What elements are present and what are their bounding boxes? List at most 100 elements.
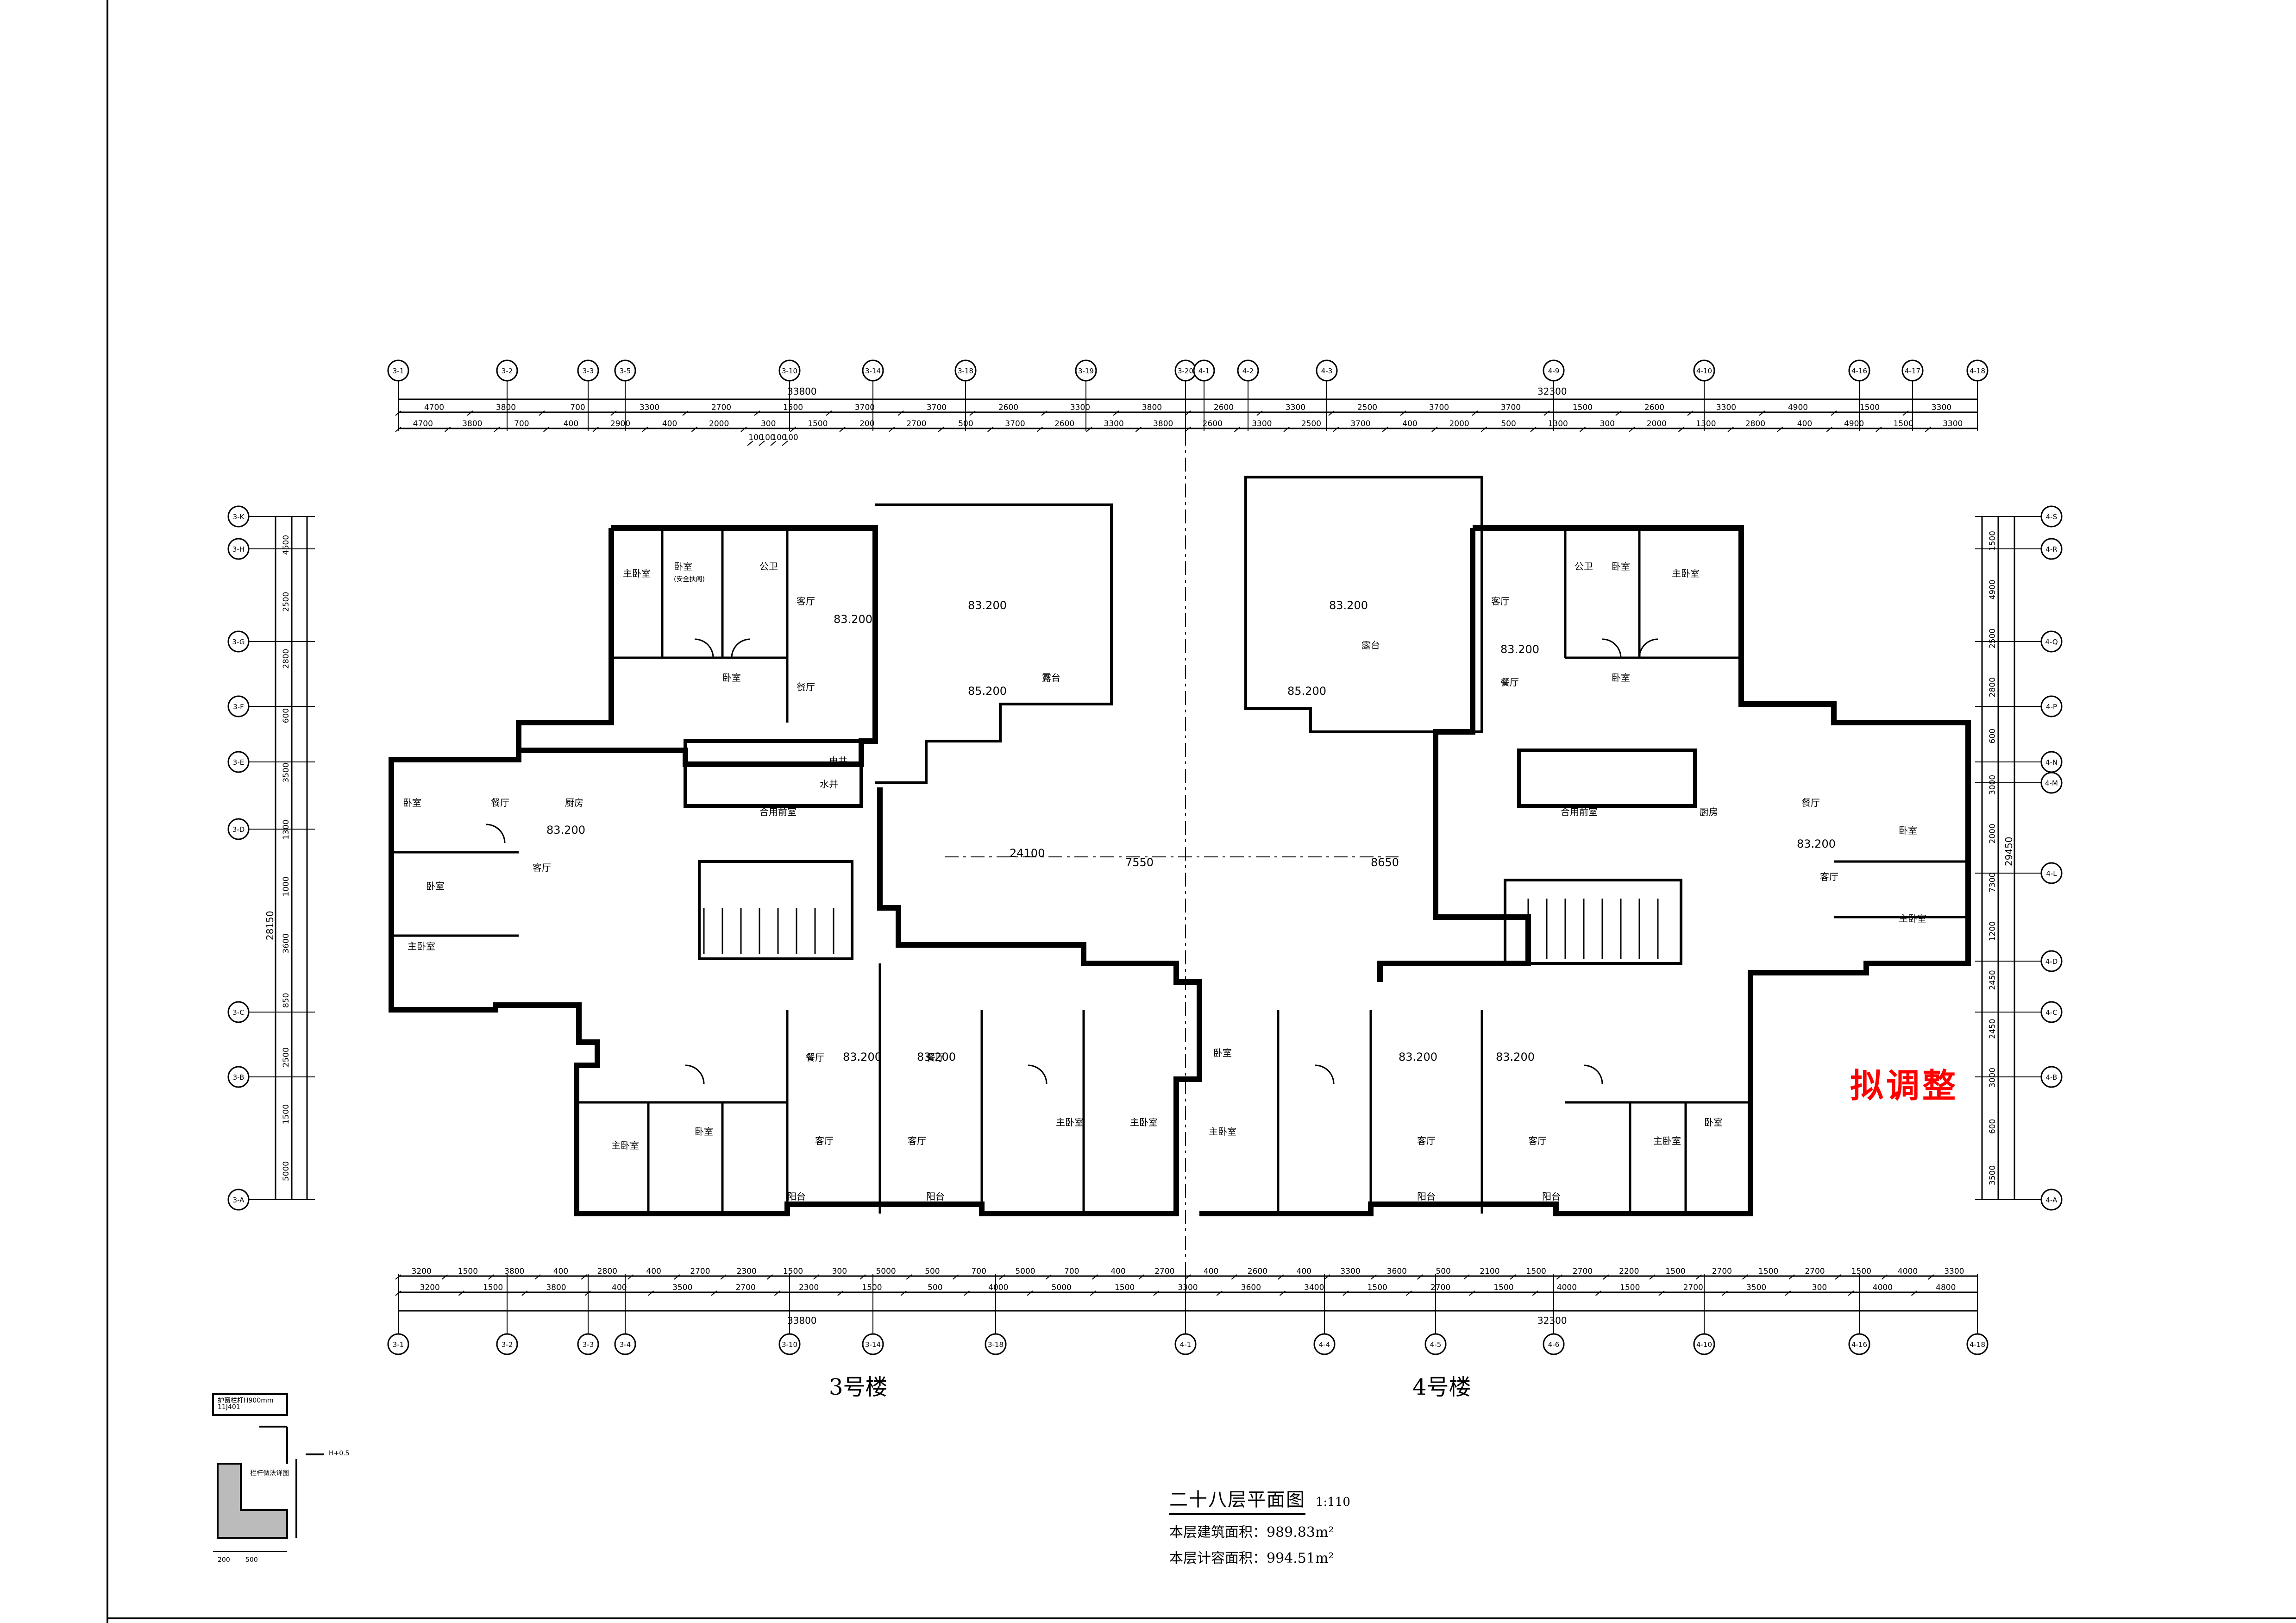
dim-top-row-1: 1500 [1573,403,1593,412]
dim-bottom-row-2: 1500 [1115,1283,1135,1292]
dim-top-row-2: 3700 [1005,419,1025,428]
dim-bottom-row-1: 2700 [690,1267,710,1276]
elevation-mark: 83.200 [546,824,585,837]
axis-bubble-right: 4-Q [2040,630,2063,653]
dim-bottom-row-2: 400 [612,1283,627,1292]
dim-total-top-right: 32300 [1537,386,1567,397]
dim-bottom-row-2: 3300 [1178,1283,1198,1292]
dim-top-row-2: 400 [1797,419,1812,428]
dim-top-row-3: 100 [772,433,786,442]
svg-text:3-K: 3-K [233,513,245,521]
axis-bubble-top: 4-17 [1901,359,1924,382]
dim-total-top-left: 33800 [787,386,817,397]
door-swings [486,638,1658,1084]
room-label: 阳台 [1417,1191,1436,1202]
svg-text:3-G: 3-G [232,638,245,646]
dim-top-row-2: 3300 [1252,419,1272,428]
svg-text:3-10: 3-10 [782,367,797,375]
axis-bubble-right: 4-R [2040,538,2063,560]
dim-bottom-row-1: 400 [1297,1267,1311,1276]
far-area-value: 994.51m² [1267,1550,1334,1566]
dim-top-row-2: 1500 [1894,419,1913,428]
axis-bubble-left: 3-H [227,538,250,560]
elevation-mark: 83.200 [1496,1051,1535,1063]
axis-bubble-bottom: 4-4 [1313,1333,1336,1355]
elevation-mark: 85.200 [1287,685,1326,698]
dim-top-row-3: 100 [783,433,798,442]
dim-bottom-row-2: 2700 [1430,1283,1450,1292]
grid-lines [945,380,1399,1334]
detail-dim: 500 [245,1556,258,1564]
dim-top-row-2: 300 [761,419,776,428]
room-label: 餐厅 [797,681,815,692]
elevation-mark: 83.200 [1797,837,1836,850]
svg-text:4-R: 4-R [2045,545,2057,554]
room-label: (安全扶阁) [674,575,705,583]
elevation-mark: 83.200 [1329,599,1368,612]
svg-text:4-C: 4-C [2045,1008,2057,1017]
room-label: 客厅 [1417,1135,1436,1146]
elevation-mark: 83.200 [834,613,872,626]
dim-bottom-row-1: 400 [1110,1267,1125,1276]
dim-top-row-2: 2500 [1301,419,1321,428]
dim-bottom-row-1: 400 [1204,1267,1218,1276]
axis-bubble-right: 4-P [2040,695,2063,717]
axis-bubble-top: 3-5 [614,359,636,382]
svg-text:4-M: 4-M [2045,779,2058,787]
dim-bottom-row-2: 500 [928,1283,942,1292]
room-label: 公卫 [759,561,778,572]
axis-bubble-right: 4-B [2040,1066,2063,1088]
svg-text:4-D: 4-D [2045,957,2058,966]
room-label: 餐厅 [806,1052,824,1063]
revision-remark: 拟调整 [1850,1066,1959,1105]
room-label: 阳台 [1542,1191,1561,1202]
axis-bubble-bottom: 3-2 [496,1333,518,1355]
axis-bubble-top: 3-10 [778,359,801,382]
dim-top-row-2: 3300 [1943,419,1963,428]
span-label: 24100 [1010,847,1045,860]
dim-bottom-row-2: 1500 [483,1283,503,1292]
building-4-walls [1199,525,1971,1216]
stairs [703,899,1659,959]
room-label: 卧室 [403,797,421,808]
dim-left-col: 1500 [282,1104,291,1124]
dim-top-row-1: 2500 [1357,403,1377,412]
dim-bottom-row-2: 2700 [1683,1283,1703,1292]
detail-note-3: 栏杆做法详图 [250,1470,289,1477]
axis-bubble-right: 4-N [2040,751,2063,773]
svg-text:3-20: 3-20 [1178,367,1193,375]
dim-bottom-row-2: 1500 [1368,1283,1387,1292]
dim-bottom-row-1: 2100 [1480,1267,1499,1276]
dim-bottom-row-2: 3500 [1746,1283,1766,1292]
dim-bottom-row-1: 3200 [412,1267,432,1276]
dim-bottom-row-1: 500 [1436,1267,1450,1276]
svg-text:4-4: 4-4 [1319,1340,1330,1349]
axis-bubble-left: 3-E [227,751,250,773]
dim-top-row-2: 1500 [808,419,828,428]
dim-right-col: 2500 [1988,629,1997,648]
dim-right-col: 2000 [1988,824,1997,843]
dim-bottom-row-1: 1500 [1526,1267,1546,1276]
dim-right-col: 2450 [1988,970,1997,990]
svg-text:3-2: 3-2 [502,367,513,375]
svg-text:4-A: 4-A [2046,1196,2058,1204]
dim-top-row-1: 3300 [1286,403,1305,412]
svg-text:4-18: 4-18 [1970,1340,1985,1349]
far-area-label: 本层计容面积： [1169,1550,1267,1566]
dim-total-right: 29450 [2003,837,2014,866]
drawing-title-block: 二十八层平面图 1:110 本层建筑面积：989.83m² 本层计容面积：994… [1169,1485,1350,1567]
svg-text:4-Q: 4-Q [2045,638,2058,646]
axis-bubble-top: 4-1 [1193,359,1215,382]
axis-bubble-right: 4-C [2040,1001,2063,1023]
axis-bubble-left: 3-D [227,818,250,840]
dim-bottom-row-1: 5000 [876,1267,896,1276]
dim-bottom-row-1: 2700 [1573,1267,1593,1276]
dim-top-row-2: 2700 [906,419,926,428]
dim-left-col: 1300 [282,819,291,839]
svg-text:4-17: 4-17 [1905,367,1920,375]
svg-text:3-4: 3-4 [620,1340,631,1349]
axis-bubble-top: 4-9 [1543,359,1565,382]
drawing-scale: 1:110 [1316,1495,1350,1509]
dim-bottom-row-2: 3500 [672,1283,692,1292]
